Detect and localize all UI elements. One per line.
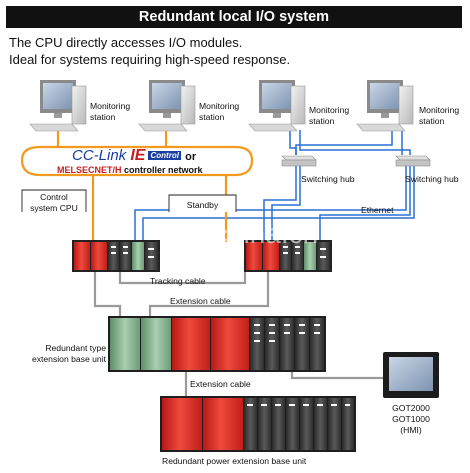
diagram-title: Redundant local I/O system bbox=[6, 6, 462, 28]
switching-hub-label-2: Switching hub bbox=[405, 174, 459, 184]
monitoring-station-pc-3 bbox=[248, 80, 306, 132]
control-system-label-2: system CPU bbox=[30, 203, 78, 213]
ethernet-cabling bbox=[134, 130, 415, 242]
monitoring-station-label-3b: station bbox=[309, 116, 335, 126]
control-system-cpu-rack bbox=[72, 240, 160, 272]
monitoring-station-label-4b: station bbox=[419, 116, 445, 126]
got-label-2: GOT1000 bbox=[392, 414, 430, 424]
watermark-text: en.china.cn bbox=[175, 218, 318, 249]
monitoring-station-label-1b: station bbox=[90, 112, 116, 122]
control-system-cpu-box bbox=[21, 189, 87, 212]
standby-system-cpu-rack bbox=[244, 240, 332, 272]
got-label-1: GOT2000 bbox=[392, 403, 430, 413]
got-label-3: (HMI) bbox=[400, 425, 422, 435]
redundant-base-label-2: extension base unit bbox=[31, 354, 106, 364]
redundant-power-extension-base-rack bbox=[160, 396, 356, 452]
monitoring-station-pc-1 bbox=[29, 80, 87, 132]
standby-system-cpu-box bbox=[168, 194, 237, 212]
monitoring-station-pc-4 bbox=[356, 80, 414, 132]
ethernet-label: Ethernet bbox=[361, 205, 394, 215]
control-system-label-1: Control bbox=[40, 192, 68, 202]
monitoring-station-label-4: Monitoring bbox=[419, 105, 460, 115]
monitoring-station-label-2b: station bbox=[199, 112, 225, 122]
got-hmi-panel bbox=[383, 352, 439, 398]
intro-line-2: Ideal for systems requiring high-speed r… bbox=[9, 52, 291, 67]
monitoring-station-pc-2 bbox=[138, 80, 196, 132]
standby-system-label: Standby bbox=[186, 200, 219, 210]
redundant-power-base-label: Redundant power extension base unit bbox=[162, 456, 307, 466]
switching-hub-2 bbox=[395, 155, 431, 167]
tracking-cable-label: Tracking cable bbox=[150, 276, 206, 286]
switching-hub-label-1: Switching hub bbox=[301, 174, 355, 184]
monitoring-station-label-3: Monitoring bbox=[309, 105, 350, 115]
redundant-base-label-1: Redundant type bbox=[45, 343, 106, 353]
network-ring-label-bg bbox=[30, 150, 245, 172]
monitoring-station-label-1: Monitoring bbox=[90, 101, 131, 111]
intro-line-1: The CPU directly accesses I/O modules. bbox=[9, 35, 243, 50]
monitoring-station-label-2: Monitoring bbox=[199, 101, 240, 111]
extension-cable-label-2: Extension cable bbox=[190, 379, 251, 389]
network-name: MELSECNET/H controller network bbox=[57, 165, 203, 175]
redundant-extension-base-rack bbox=[108, 316, 326, 372]
extension-cable-label-1: Extension cable bbox=[170, 296, 231, 306]
switching-hub-1 bbox=[281, 155, 317, 167]
